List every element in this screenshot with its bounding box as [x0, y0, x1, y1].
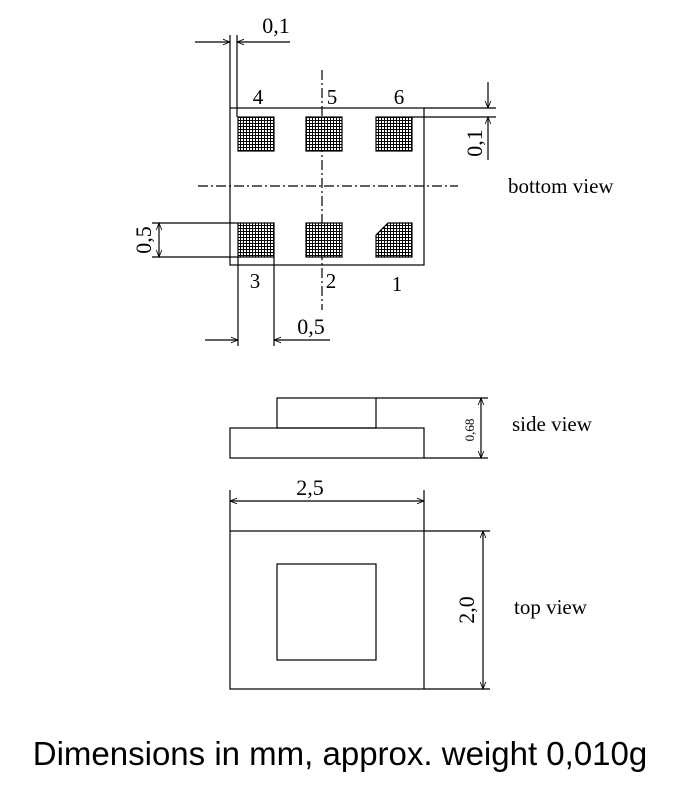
- pin-label-3: 3: [250, 269, 261, 293]
- dim-label-offset-h: 0,1: [262, 13, 290, 38]
- dim-label-height: 0,68: [462, 419, 477, 442]
- caption: Dimensions in mm, approx. weight 0,010g: [32, 735, 648, 772]
- pad-5: [305, 116, 343, 152]
- pad-6: [375, 116, 413, 152]
- pin-label-6: 6: [394, 85, 405, 109]
- side-view-base: [229, 427, 425, 459]
- top-view-window: [276, 563, 377, 661]
- dim-label-width: 2,5: [296, 475, 324, 500]
- bottom-view-label: bottom view: [508, 174, 614, 198]
- dim-label-pad: 0,5: [131, 226, 156, 254]
- pad-3: [237, 222, 275, 258]
- pin-label-4: 4: [253, 85, 264, 109]
- pin-label-1: 1: [392, 272, 403, 296]
- pin-label-2: 2: [326, 269, 337, 293]
- dim-label-depth: 2,0: [454, 596, 479, 624]
- dim-label-offset-v: 0,1: [462, 129, 487, 157]
- pad-2: [305, 222, 343, 258]
- top-view-label: top view: [514, 595, 588, 619]
- side-view-die: [276, 397, 377, 429]
- pad-4: [237, 116, 275, 152]
- side-view-label: side view: [512, 412, 593, 436]
- dim-label-pitch: 0,5: [297, 314, 325, 339]
- top-view-body: [229, 530, 425, 690]
- pad-1: [375, 222, 413, 258]
- pin-label-5: 5: [327, 85, 338, 109]
